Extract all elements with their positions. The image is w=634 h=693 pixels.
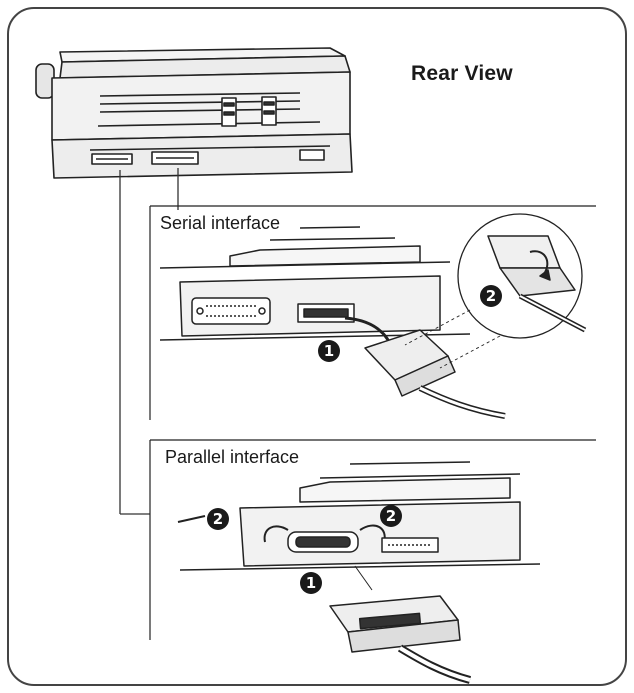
serial-interface-label: Serial interface bbox=[160, 213, 281, 233]
parallel-step-2a-marker: 2 bbox=[207, 508, 229, 530]
outer-frame bbox=[7, 7, 627, 686]
printer-illustration bbox=[35, 47, 353, 179]
parallel-interface-label: Parallel interface bbox=[165, 447, 300, 467]
parallel-panel bbox=[149, 439, 596, 684]
parallel-step-1-marker: 1 bbox=[300, 572, 322, 594]
parallel-step-2b-marker: 2 bbox=[380, 505, 402, 527]
serial-step-1-marker: 1 bbox=[318, 340, 340, 362]
leader-lines bbox=[119, 168, 179, 515]
rear-view-title: Rear View bbox=[411, 62, 513, 85]
serial-step-2-marker: 2 bbox=[480, 285, 502, 307]
serial-panel bbox=[149, 205, 596, 420]
